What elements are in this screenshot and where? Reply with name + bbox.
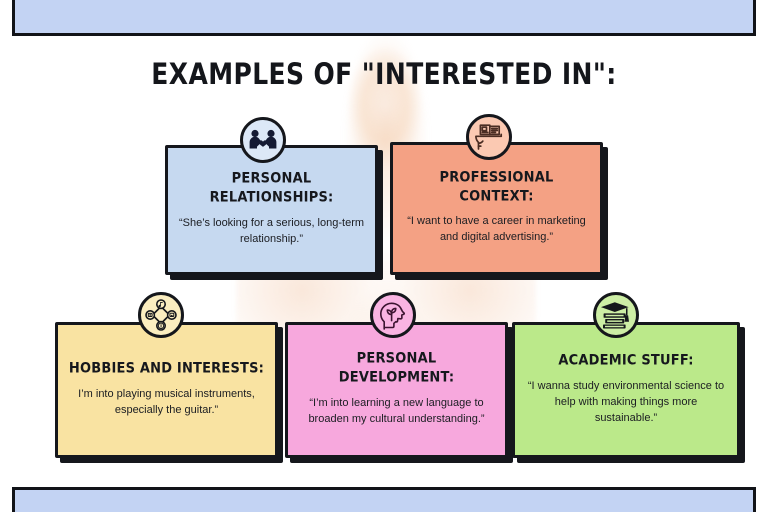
card-body: “She’s looking for a serious, long-term … [178,216,365,245]
card-heading: PERSONAL RELATIONSHIPS: [209,170,334,207]
card-heading: HOBBIES AND INTERESTS: [68,359,265,377]
card-personal-relationships[interactable]: PERSONAL RELATIONSHIPS: “She’s looking f… [165,145,378,275]
head-sprout-icon [370,292,416,338]
card-body: “I want to have a career in marketing an… [407,215,586,244]
two-people-heart-icon [240,117,286,163]
card-body: “I wanna study environmental science to … [527,380,725,425]
bottom-decorative-band [12,487,756,512]
card-hobbies-and-interests[interactable]: HOBBIES AND INTERESTS: I’m into playing … [55,322,278,458]
card-heading: ACADEMIC STUFF: [558,351,694,369]
card-academic-stuff[interactable]: ACADEMIC STUFF: “I wanna study environme… [512,322,740,458]
card-heading: PERSONAL DEVELOPMENT: [338,350,455,387]
graduation-cap-books-icon [593,292,639,338]
hobby-cluster-icon [138,292,184,338]
head-documents-icon [466,114,512,160]
card-personal-development[interactable]: PERSONAL DEVELOPMENT: “I’m into learning… [285,322,508,458]
card-body: “I’m into learning a new language to bro… [308,396,485,425]
card-body: I’m into playing musical instruments, es… [78,388,255,417]
top-decorative-band [12,0,756,36]
card-heading: PROFESSIONAL CONTEXT: [439,168,554,205]
card-professional-context[interactable]: PROFESSIONAL CONTEXT: “I want to have a … [390,142,603,275]
page-title: EXAMPLES OF "INTERESTED IN": [151,57,617,92]
